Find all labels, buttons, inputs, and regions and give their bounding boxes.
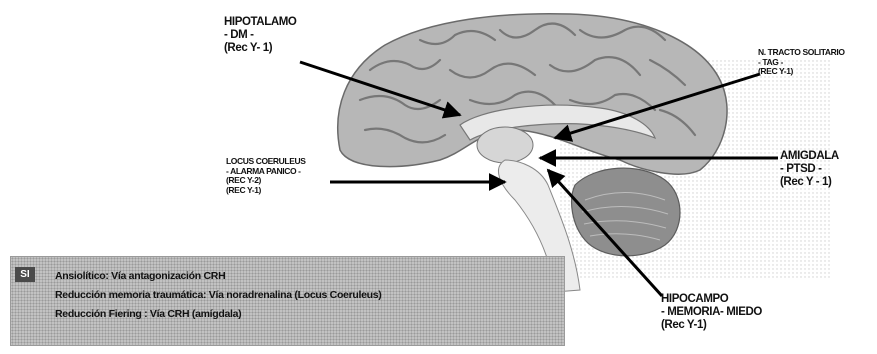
label-amigdala: AMIGDALA - PTSD - (Rec Y - 1)	[780, 150, 839, 189]
info-lines: Ansiolítico: Vía antagonización CRH Redu…	[55, 267, 382, 324]
amigdala-rec: (Rec Y - 1)	[780, 176, 839, 189]
amigdala-sub: - PTSD -	[780, 163, 839, 176]
label-n-tracto-solitario: N. TRACTO SOLITARIO - TAG - (REC Y-1)	[758, 48, 845, 77]
info-box: SI Ansiolítico: Vía antagonización CRH R…	[10, 256, 565, 346]
hipotalamo-sub: - DM -	[224, 29, 296, 42]
si-badge: SI	[15, 267, 35, 282]
hipocampo-rec: (Rec Y-1)	[661, 319, 762, 332]
label-locus-coeruleus: LOCUS COERULEUS - ALARMA PANICO - (REC Y…	[226, 157, 305, 195]
info-line-memoria: Reducción memoria traumática: Vía noradr…	[55, 286, 382, 305]
hipocampo-title: HIPOCAMPO	[661, 293, 762, 306]
amigdala-title: AMIGDALA	[780, 150, 839, 163]
locus-rec-1: (REC Y-1)	[226, 186, 305, 196]
hipotalamo-title: HIPOTALAMO	[224, 16, 296, 29]
hipocampo-sub: - MEMORIA- MIEDO	[661, 306, 762, 319]
hipotalamo-rec: (Rec Y- 1)	[224, 42, 296, 55]
info-line-fiering: Reducción Fiering : Vía CRH (amígdala)	[55, 305, 382, 324]
label-hipotalamo: HIPOTALAMO - DM - (Rec Y- 1)	[224, 16, 296, 55]
info-line-ansiolitico: Ansiolítico: Vía antagonización CRH	[55, 267, 382, 286]
thalamus	[477, 127, 533, 163]
ntracto-rec: (REC Y-1)	[758, 67, 845, 77]
label-hipocampo: HIPOCAMPO - MEMORIA- MIEDO (Rec Y-1)	[661, 293, 762, 332]
